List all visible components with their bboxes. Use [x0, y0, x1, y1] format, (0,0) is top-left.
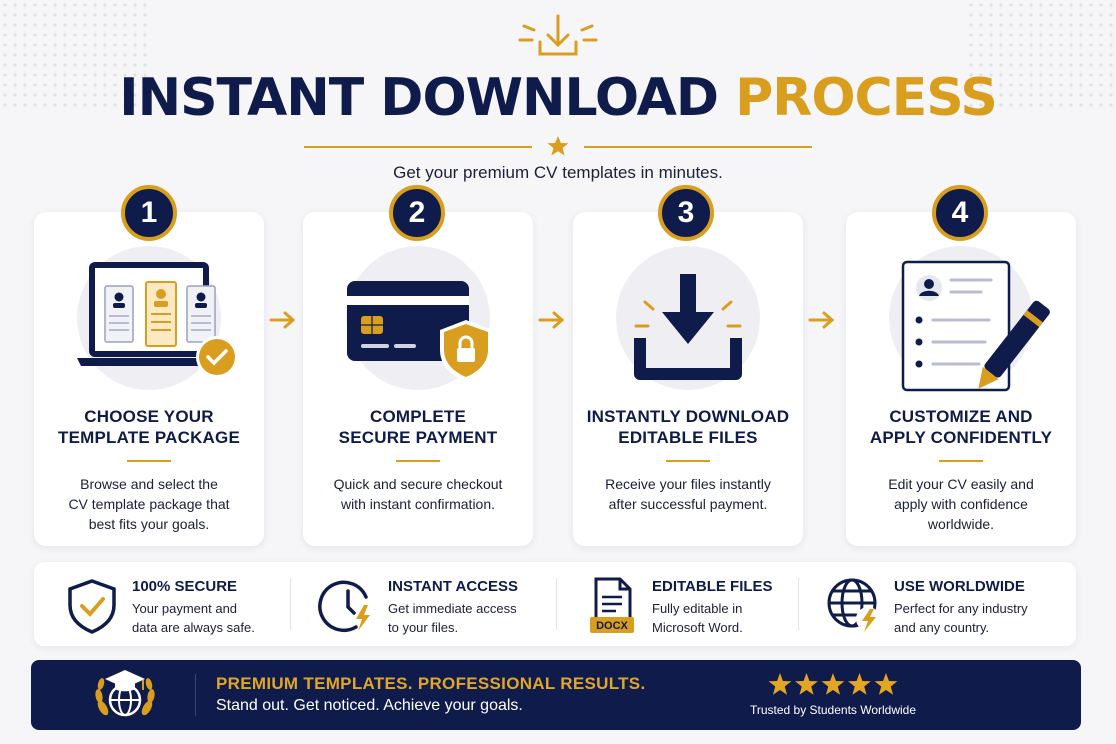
step-desc-line: worldwide.	[927, 516, 995, 532]
feature-title: USE WORLDWIDE	[894, 578, 1025, 595]
dot-pattern-right	[966, 0, 1116, 110]
banner-tagline: Stand out. Get noticed. Achieve your goa…	[216, 697, 523, 714]
star-icon	[547, 136, 569, 156]
step-card-1: CHOOSE YOUR TEMPLATE PACKAGE Browse and …	[34, 212, 264, 546]
step-number-badge-4: 4	[932, 185, 988, 241]
step-title-line: SECURE PAYMENT	[338, 428, 498, 447]
step-divider	[396, 460, 440, 462]
title-part-1: INSTANT DOWNLOAD	[119, 68, 719, 128]
step-desc-line: best fits your goals.	[88, 516, 210, 532]
page-title: INSTANT DOWNLOAD PROCESS	[0, 66, 1116, 130]
step-description: Browse and select the CV template packag…	[44, 474, 254, 534]
dot-pattern-left	[0, 0, 150, 110]
title-divider	[304, 134, 812, 158]
step-card-3: INSTANTLY DOWNLOAD EDITABLE FILES Receiv…	[573, 212, 803, 546]
page-subtitle: Get your premium CV templates in minutes…	[393, 163, 723, 182]
feature-description: Perfect for any industry and any country…	[894, 599, 1028, 637]
title-part-2: PROCESS	[735, 68, 998, 128]
step-title-line: EDITABLE FILES	[618, 428, 758, 447]
feature-description: Get immediate access to your files.	[388, 599, 517, 637]
arrow-right-icon	[269, 311, 296, 329]
feature-desc-line: to your files.	[388, 620, 459, 635]
rating-star-icon	[795, 673, 818, 695]
feature-desc-line: Perfect for any industry	[894, 601, 1028, 616]
step-number-badge-2: 2	[389, 185, 445, 241]
step-title-line: CUSTOMIZE AND	[889, 407, 1033, 426]
feature-desc-line: Microsoft Word.	[652, 620, 743, 635]
feature-separator	[798, 578, 799, 630]
step-desc-line: apply with confidence	[894, 496, 1028, 512]
feature-secure: 100% SECURE Your payment and data are al…	[62, 562, 292, 646]
step-description: Receive your files instantly after succe…	[583, 474, 793, 514]
feature-separator	[290, 578, 291, 630]
features-strip: 100% SECURE Your payment and data are al…	[34, 562, 1076, 646]
feature-description: Your payment and data are always safe.	[132, 599, 255, 637]
step-divider	[666, 460, 710, 462]
feature-title: INSTANT ACCESS	[388, 578, 519, 595]
feature-instant-access: INSTANT ACCESS Get immediate access to y…	[318, 562, 548, 646]
step-divider	[939, 460, 983, 462]
step-card-4: CUSTOMIZE AND APPLY CONFIDENTLY Edit you…	[846, 212, 1076, 546]
graduation-globe-emblem-icon	[95, 670, 155, 717]
credit-card-lock-icon	[347, 281, 492, 382]
clock-bolt-icon	[318, 580, 370, 633]
banner-headline: PREMIUM TEMPLATES. PROFESSIONAL RESULTS.	[216, 674, 646, 693]
download-header-icon	[518, 14, 598, 56]
feature-separator	[556, 578, 557, 630]
arrow-right-icon	[538, 311, 565, 329]
step-description: Edit your CV easily and apply with confi…	[856, 474, 1066, 534]
rating-star-icon	[768, 673, 792, 695]
feature-editable-files: DOCX EDITABLE FILES Fully editable in Mi…	[582, 562, 802, 646]
rating-star-icon	[848, 673, 871, 695]
feature-desc-line: and any country.	[894, 620, 990, 635]
document-pen-icon	[901, 260, 1050, 392]
feature-title: 100% SECURE	[132, 578, 238, 595]
feature-title: EDITABLE FILES	[652, 578, 773, 595]
step-title-line: TEMPLATE PACKAGE	[57, 428, 240, 447]
step-title-line: APPLY CONFIDENTLY	[869, 428, 1053, 447]
shield-check-icon	[68, 579, 116, 634]
step-title: COMPLETE SECURE PAYMENT	[303, 406, 533, 448]
bottom-banner: PREMIUM TEMPLATES. PROFESSIONAL RESULTS.…	[31, 660, 1081, 730]
step-title: INSTANTLY DOWNLOAD EDITABLE FILES	[573, 406, 803, 448]
feature-desc-line: Fully editable in	[652, 601, 743, 616]
rating-star-icon	[874, 673, 898, 695]
step-title-line: COMPLETE	[369, 407, 467, 426]
step-title-line: CHOOSE YOUR	[84, 407, 214, 426]
docx-file-icon: DOCX	[590, 577, 634, 633]
step-title: CUSTOMIZE AND APPLY CONFIDENTLY	[846, 406, 1076, 448]
step-divider	[127, 460, 171, 462]
divider-line-left	[304, 146, 532, 148]
step-title: CHOOSE YOUR TEMPLATE PACKAGE	[34, 406, 264, 448]
step-desc-line: Quick and secure checkout	[333, 476, 503, 492]
banner-separator	[195, 674, 196, 716]
globe-bolt-icon	[827, 578, 880, 632]
step-desc-line: Receive your files instantly	[605, 476, 771, 492]
feature-description: Fully editable in Microsoft Word.	[652, 599, 743, 637]
divider-line-right	[584, 146, 812, 148]
feature-desc-line: Get immediate access	[388, 601, 517, 616]
feature-worldwide: USE WORLDWIDE Perfect for any industry a…	[824, 562, 1054, 646]
docx-file-tag: DOCX	[596, 620, 628, 632]
step-number-badge-1: 1	[121, 185, 177, 241]
step-desc-line: with instant confirmation.	[340, 496, 496, 512]
step-desc-line: Browse and select the	[80, 476, 218, 492]
step-desc-line: after successful payment.	[608, 496, 768, 512]
rating-star-icon	[821, 673, 845, 695]
step-number-badge-3: 3	[658, 185, 714, 241]
step-card-2: COMPLETE SECURE PAYMENT Quick and secure…	[303, 212, 533, 546]
step-title-line: INSTANTLY DOWNLOAD	[586, 407, 790, 426]
feature-desc-line: data are always safe.	[132, 620, 255, 635]
arrow-right-icon	[808, 311, 835, 329]
laptop-templates-icon	[77, 262, 238, 378]
rating-stars	[768, 673, 898, 695]
feature-desc-line: Your payment and	[132, 601, 238, 616]
trust-text: Trusted by Students Worldwide	[749, 703, 917, 717]
download-tray-icon	[634, 274, 742, 380]
step-desc-line: CV template package that	[68, 496, 230, 512]
step-desc-line: Edit your CV easily and	[888, 476, 1034, 492]
step-description: Quick and secure checkout with instant c…	[313, 474, 523, 514]
